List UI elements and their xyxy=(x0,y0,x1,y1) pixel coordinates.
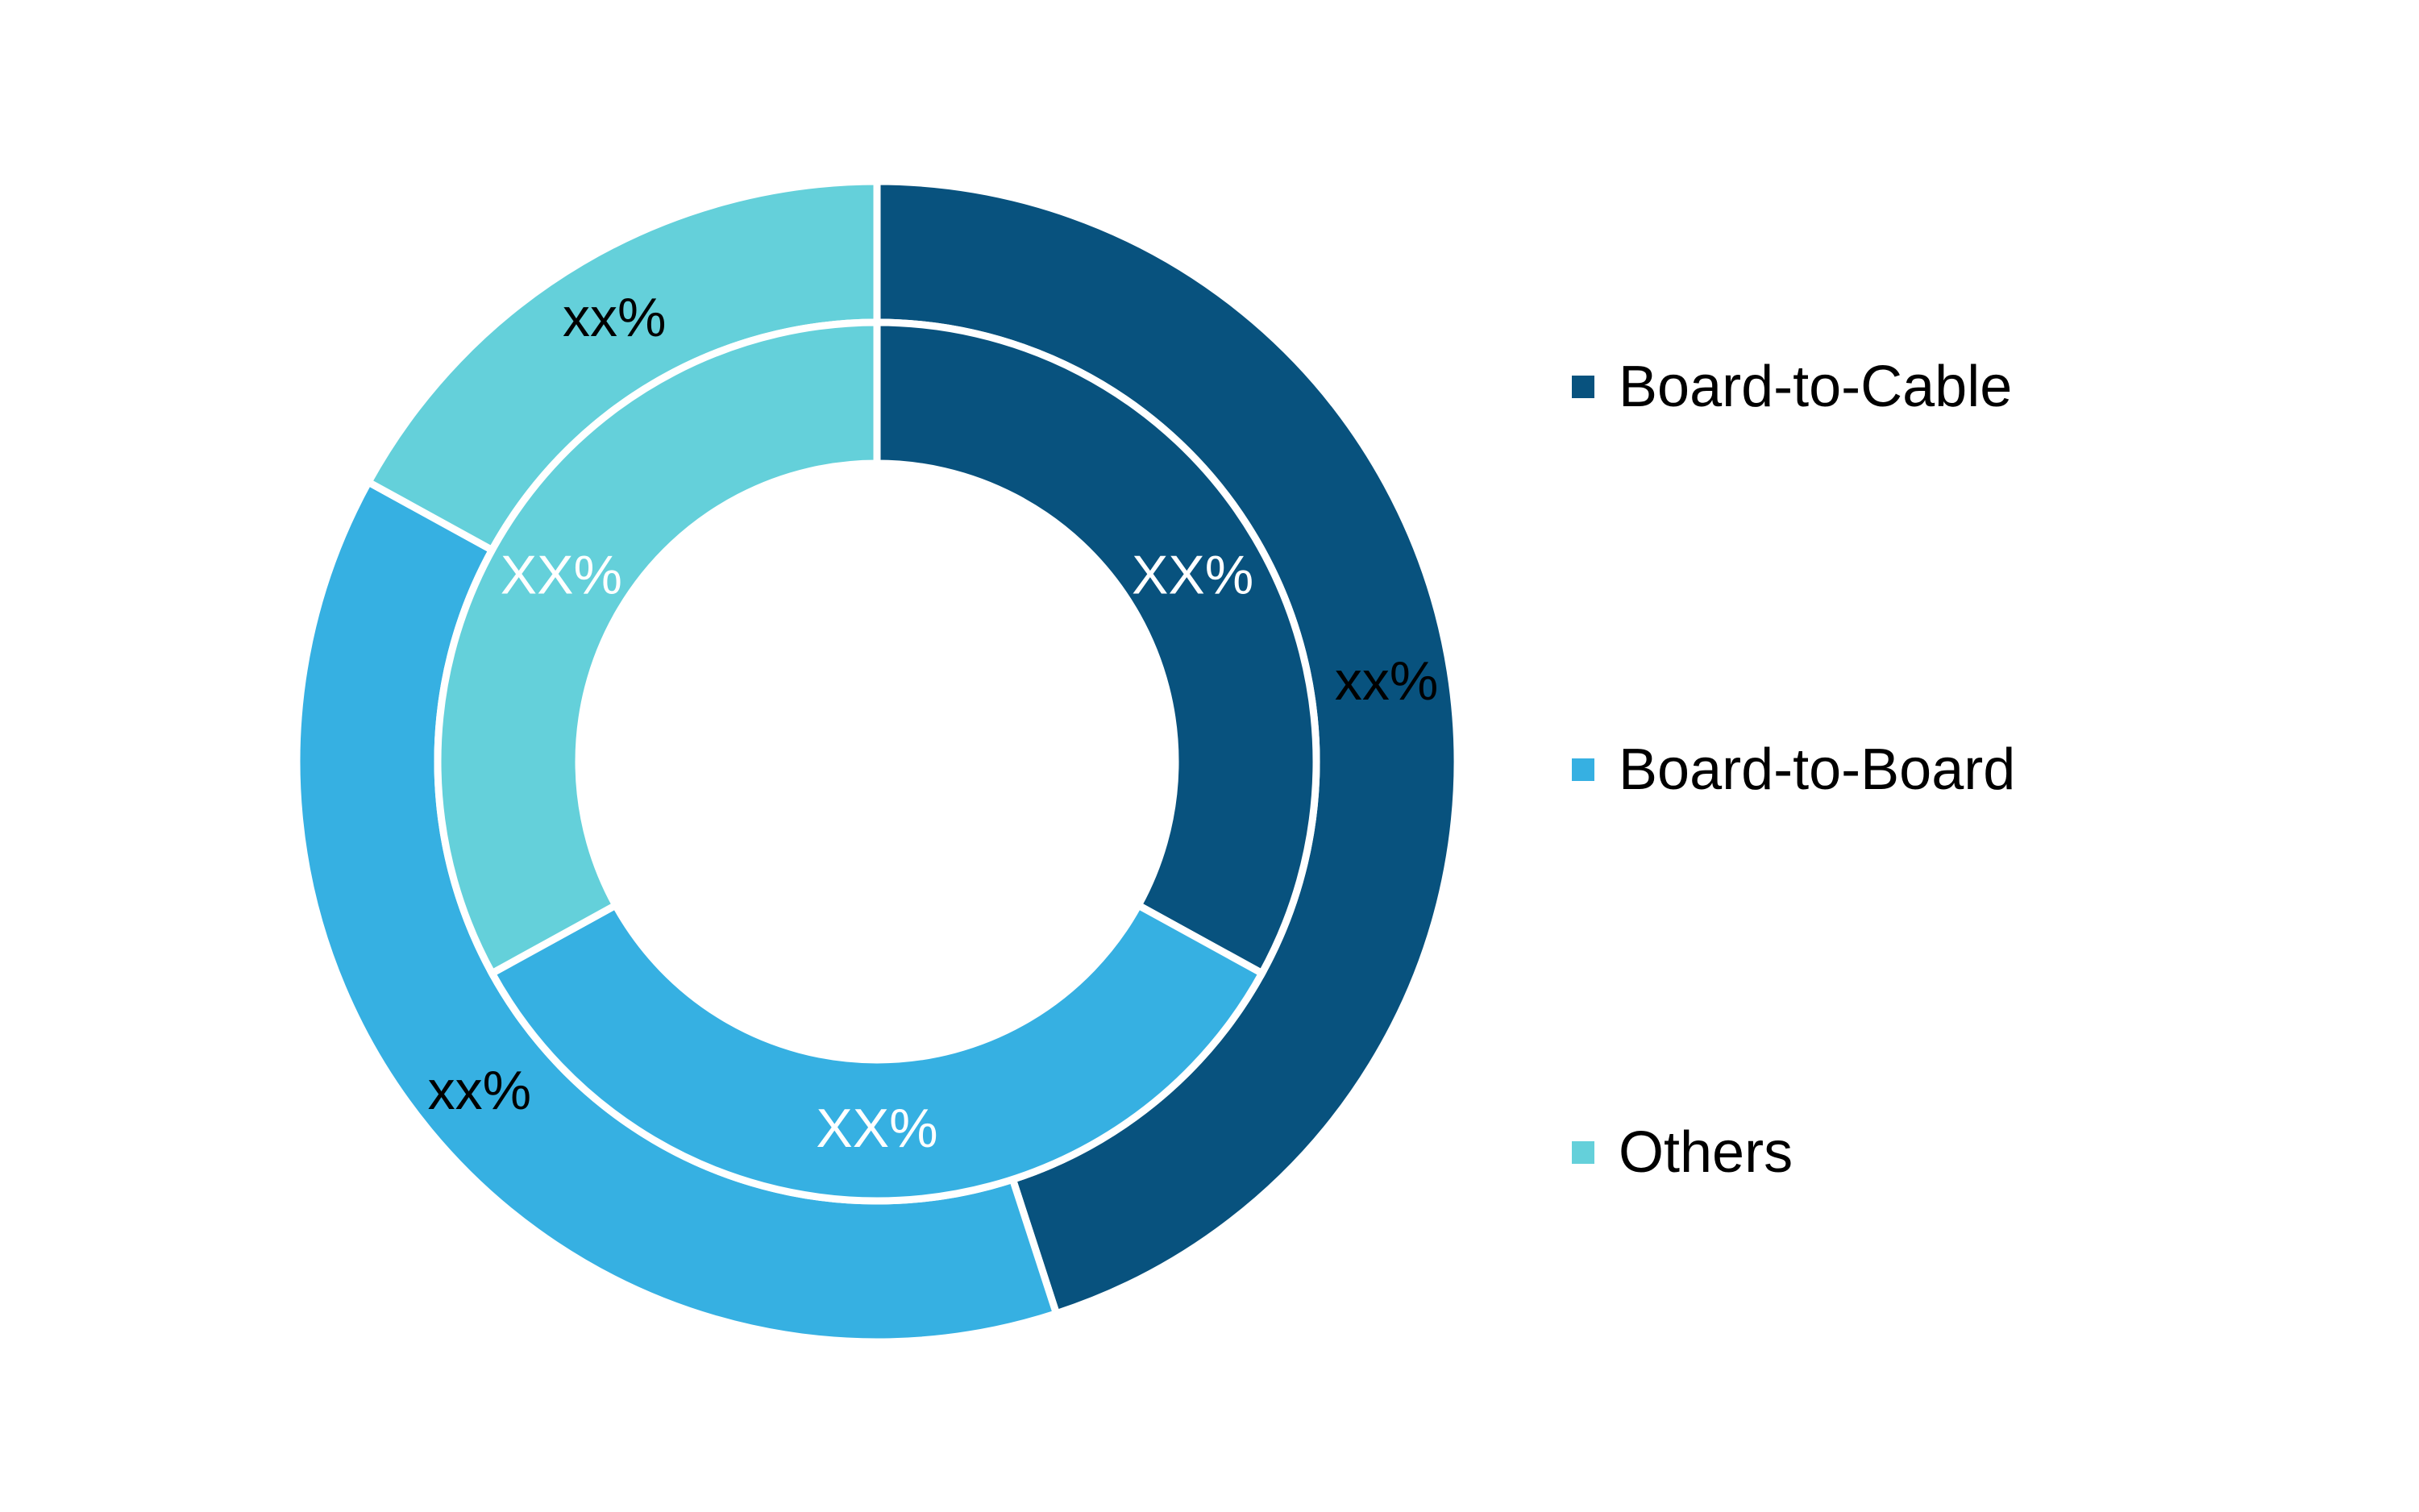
inner-ring-slice-others xyxy=(434,318,881,978)
legend-swatch-others xyxy=(1572,1141,1594,1164)
outer-ring-label-board-to-cable: xx% xyxy=(1335,650,1438,712)
legend-item-board-to-cable: Board-to-Cable xyxy=(1572,355,2015,419)
outer-ring-slice-board-to-board xyxy=(293,477,1062,1346)
inner-ring-slice-board-to-cable xyxy=(873,318,1320,978)
outer-ring-label-others: xx% xyxy=(563,287,666,348)
inner-ring-slice-board-to-board xyxy=(487,900,1267,1205)
legend-item-others: Others xyxy=(1572,1120,2015,1185)
legend-label: Board-to-Board xyxy=(1619,737,2016,802)
inner-ring-label-board-to-cable: XX% xyxy=(1132,544,1253,605)
legend-swatch-board-to-cable xyxy=(1572,376,1594,398)
legend-item-board-to-board: Board-to-Board xyxy=(1572,737,2015,802)
legend-swatch-board-to-board xyxy=(1572,758,1594,781)
inner-ring-label-others: XX% xyxy=(501,544,622,605)
inner-ring-label-board-to-board: XX% xyxy=(816,1098,937,1159)
legend-label: Board-to-Cable xyxy=(1619,355,2013,419)
legend-label: Others xyxy=(1619,1120,1793,1185)
legend: Board-to-Cable Board-to-Board Others xyxy=(1572,355,2015,1185)
outer-ring-label-board-to-board: xx% xyxy=(428,1060,531,1121)
